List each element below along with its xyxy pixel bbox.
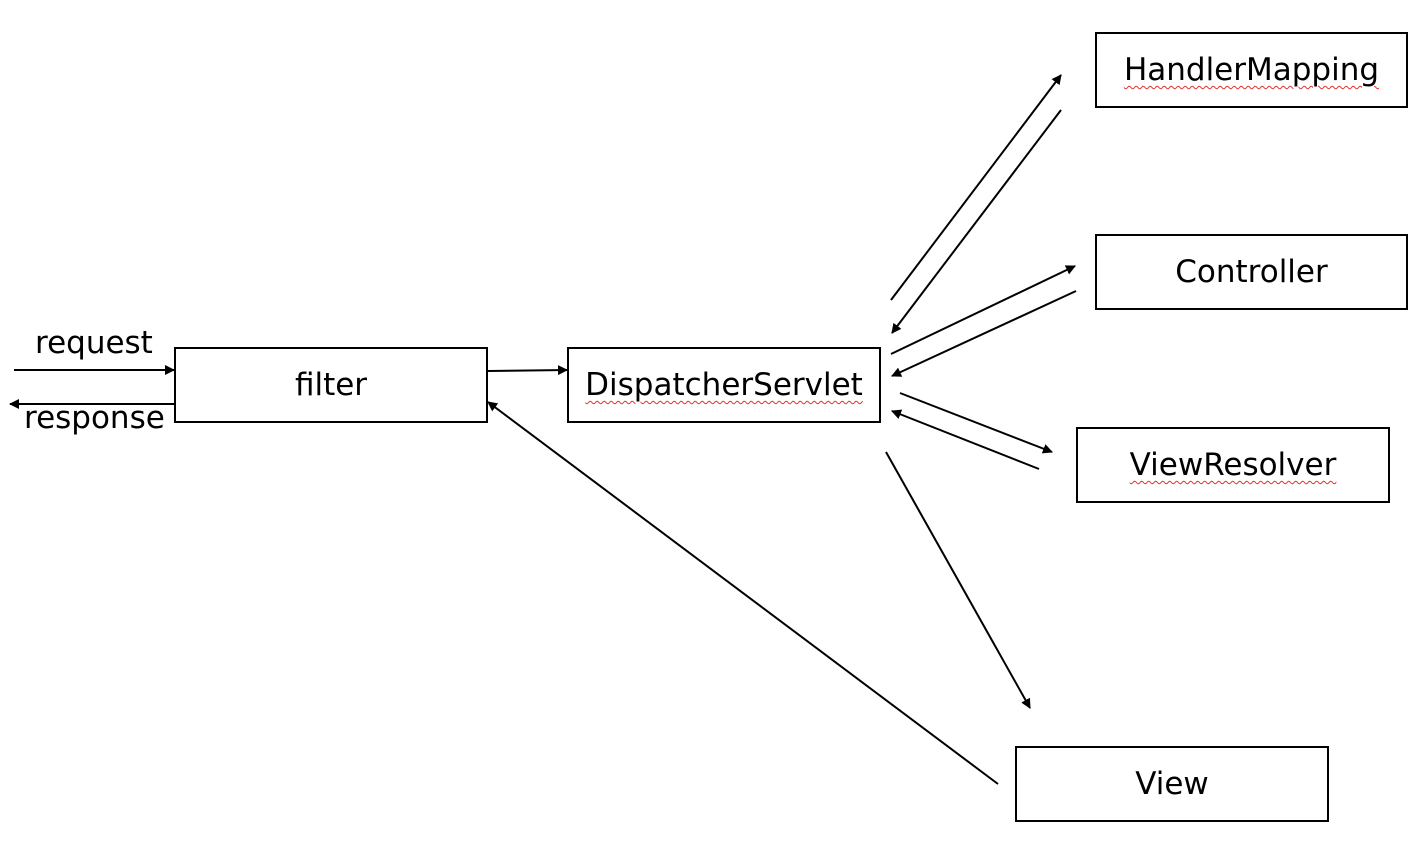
arrow-view-to-filter	[487, 401, 999, 785]
arrow-dispatcher-to-viewresolver	[899, 392, 1053, 454]
dispatcher-servlet-node: DispatcherServlet	[567, 347, 881, 423]
handler-mapping-node-label: HandlerMapping	[1123, 52, 1380, 88]
dispatcher-servlet-node-label: DispatcherServlet	[585, 367, 863, 403]
view-resolver-node-label: ViewResolver	[1129, 447, 1337, 483]
handler-mapping-node: HandlerMapping	[1095, 32, 1408, 108]
arrow-controller-to-dispatcher	[891, 290, 1077, 377]
controller-node-label: Controller	[1175, 254, 1328, 290]
response-label: response	[24, 400, 165, 436]
view-node: View	[1015, 746, 1329, 822]
view-node-label: View	[1135, 766, 1209, 802]
arrow-dispatcher-to-controller	[890, 265, 1076, 355]
filter-node-label: filter	[294, 367, 368, 403]
arrow-filter-to-dispatcher	[487, 365, 568, 376]
arrow-dispatcher-to-handlermapping	[890, 74, 1062, 301]
request-label: request	[35, 325, 153, 361]
arrow-dispatcher-to-view	[885, 451, 1031, 709]
arrow-handlermapping-to-dispatcher	[891, 109, 1062, 334]
filter-node: filter	[174, 347, 488, 423]
arrow-viewresolver-to-dispatcher	[891, 409, 1040, 470]
controller-node: Controller	[1095, 234, 1408, 310]
view-resolver-node: ViewResolver	[1076, 427, 1390, 503]
